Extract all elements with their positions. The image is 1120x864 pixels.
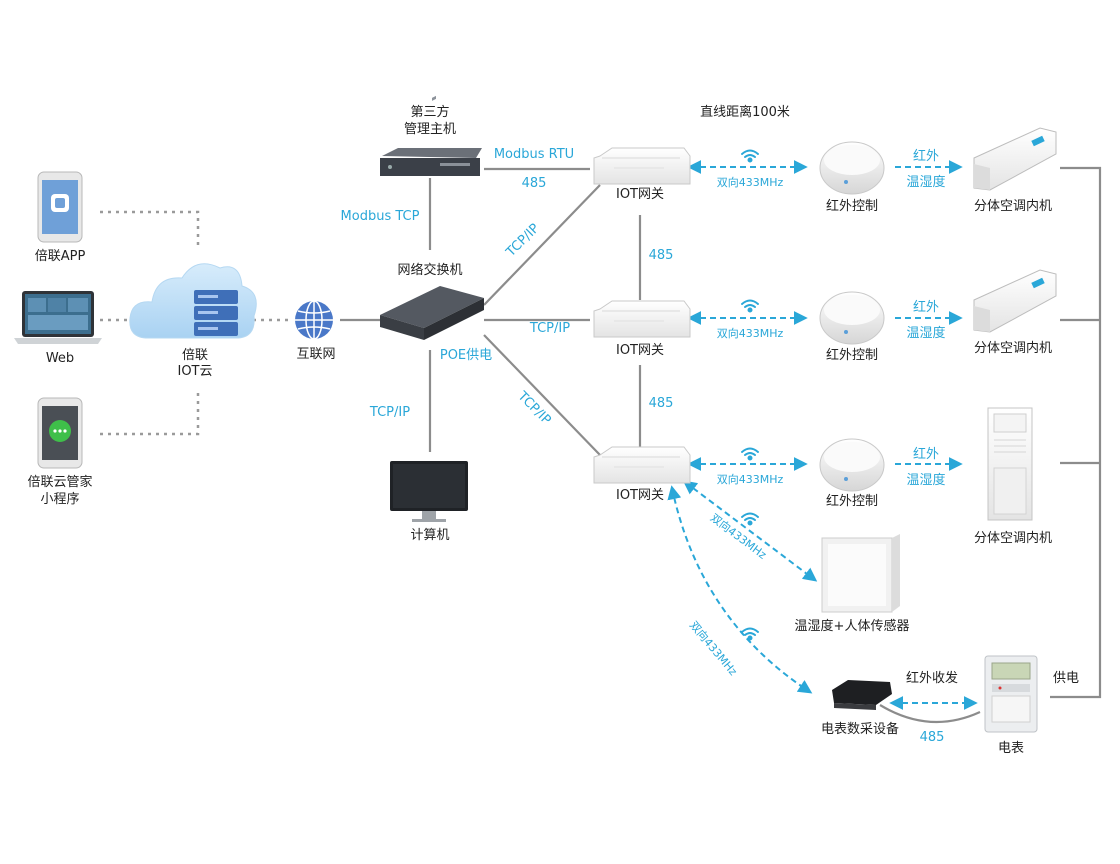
ir-controller-2-icon xyxy=(819,291,885,345)
ac-2-label: 分体空调内机 xyxy=(973,341,1053,356)
distance-label: 直线距离100米 xyxy=(700,105,790,120)
split-ac-2-icon xyxy=(973,269,1057,333)
switch-gw3-line xyxy=(483,334,601,456)
wired-links xyxy=(340,166,1102,724)
wifi-icon xyxy=(741,447,759,461)
app-link xyxy=(100,210,200,250)
ir-control-3-label: 红外控制 xyxy=(825,494,879,509)
ac-3-label: 分体空调内机 xyxy=(973,531,1053,546)
iot-gateway-1-icon xyxy=(593,147,691,185)
iot-gateway-3-icon xyxy=(593,446,691,484)
switch-gw1-line xyxy=(483,184,601,306)
ir-control-2-label: 红外控制 xyxy=(825,348,879,363)
ir-controller-1-icon xyxy=(819,141,885,195)
ir-label-3: 红外 xyxy=(912,447,940,462)
rf433-label-2: 双向433MHz xyxy=(716,327,784,340)
modbus-rtu-label: Modbus RTU xyxy=(493,147,575,162)
server-icon xyxy=(194,290,238,336)
ir-label-2: 红外 xyxy=(912,300,940,315)
ir-control-1-label: 红外控制 xyxy=(825,199,879,214)
phone-app-icon xyxy=(37,171,83,243)
miniprogram-label-2: 小程序 xyxy=(40,492,80,507)
wifi-icons xyxy=(741,149,759,641)
tcpip-label-gw2: TCP/IP xyxy=(529,321,571,336)
split-ac-1-icon xyxy=(973,127,1057,191)
wifi-icon xyxy=(741,149,759,163)
sensor-label: 温湿度+人体传感器 xyxy=(794,619,910,634)
switch-label: 网络交换机 xyxy=(397,263,463,278)
wireless-links xyxy=(667,160,978,710)
temp-hum-label-3: 温湿度 xyxy=(906,473,946,488)
wifi-icon xyxy=(741,299,759,313)
gateway-3-label: IOT网关 xyxy=(615,488,665,503)
ir-transceive-label: 红外收发 xyxy=(905,671,959,686)
meter-collector-icon xyxy=(832,680,892,710)
ac-1-label: 分体空调内机 xyxy=(973,199,1053,214)
modbus-tcp-label: Modbus TCP xyxy=(340,209,420,224)
temp-hum-label-2: 温湿度 xyxy=(906,326,946,341)
collector-meter-485 xyxy=(879,704,981,724)
meter-label: 电表 xyxy=(997,741,1025,756)
rs485-label-gw12: 485 xyxy=(648,248,674,263)
rs485-label-host: 485 xyxy=(521,176,547,191)
network-switch-icon xyxy=(380,95,484,340)
power-bus xyxy=(1050,166,1102,699)
ir-label-1: 红外 xyxy=(912,149,940,164)
sensor-icon xyxy=(821,534,900,613)
tcpip-label-computer: TCP/IP xyxy=(369,405,411,420)
poe-label: POE供电 xyxy=(439,348,493,363)
laptop-web-icon xyxy=(14,291,102,344)
iot-cloud-icon xyxy=(129,263,257,339)
miniprogram-label-1: 倍联云管家 xyxy=(27,475,93,490)
computer-monitor-icon xyxy=(390,461,468,522)
management-host-icon xyxy=(380,148,482,176)
rs485-label-meter: 485 xyxy=(919,730,945,745)
power-label: 供电 xyxy=(1052,671,1080,686)
rf433-label-1: 双向433MHz xyxy=(716,176,784,189)
globe-icon xyxy=(295,300,333,340)
third-party-label-2: 管理主机 xyxy=(403,122,457,137)
app-label: 倍联APP xyxy=(34,249,86,264)
temp-hum-label-1: 温湿度 xyxy=(906,175,946,190)
rs485-label-gw23: 485 xyxy=(648,396,674,411)
cloud-label-2: IOT云 xyxy=(177,364,213,379)
internet-label: 互联网 xyxy=(296,347,336,362)
meter-collector-label: 电表数采设备 xyxy=(820,722,900,737)
wifi-icon xyxy=(741,512,759,526)
wifi-icon xyxy=(741,627,759,641)
electric-meter-icon xyxy=(984,655,1038,733)
mini-link xyxy=(100,392,200,436)
iot-gateway-2-icon xyxy=(593,300,691,338)
floor-ac-icon xyxy=(987,407,1033,521)
ir-controller-3-icon xyxy=(819,438,885,492)
rf433-label-3: 双向433MHz xyxy=(716,473,784,486)
computer-label: 计算机 xyxy=(410,528,450,543)
web-label: Web xyxy=(45,351,75,366)
gateway-2-label: IOT网关 xyxy=(615,343,665,358)
gateway-1-label: IOT网关 xyxy=(615,187,665,202)
cloud-label-1: 倍联 xyxy=(181,348,209,363)
phone-miniprogram-icon xyxy=(37,397,83,469)
third-party-label-1: 第三方 xyxy=(410,105,450,120)
